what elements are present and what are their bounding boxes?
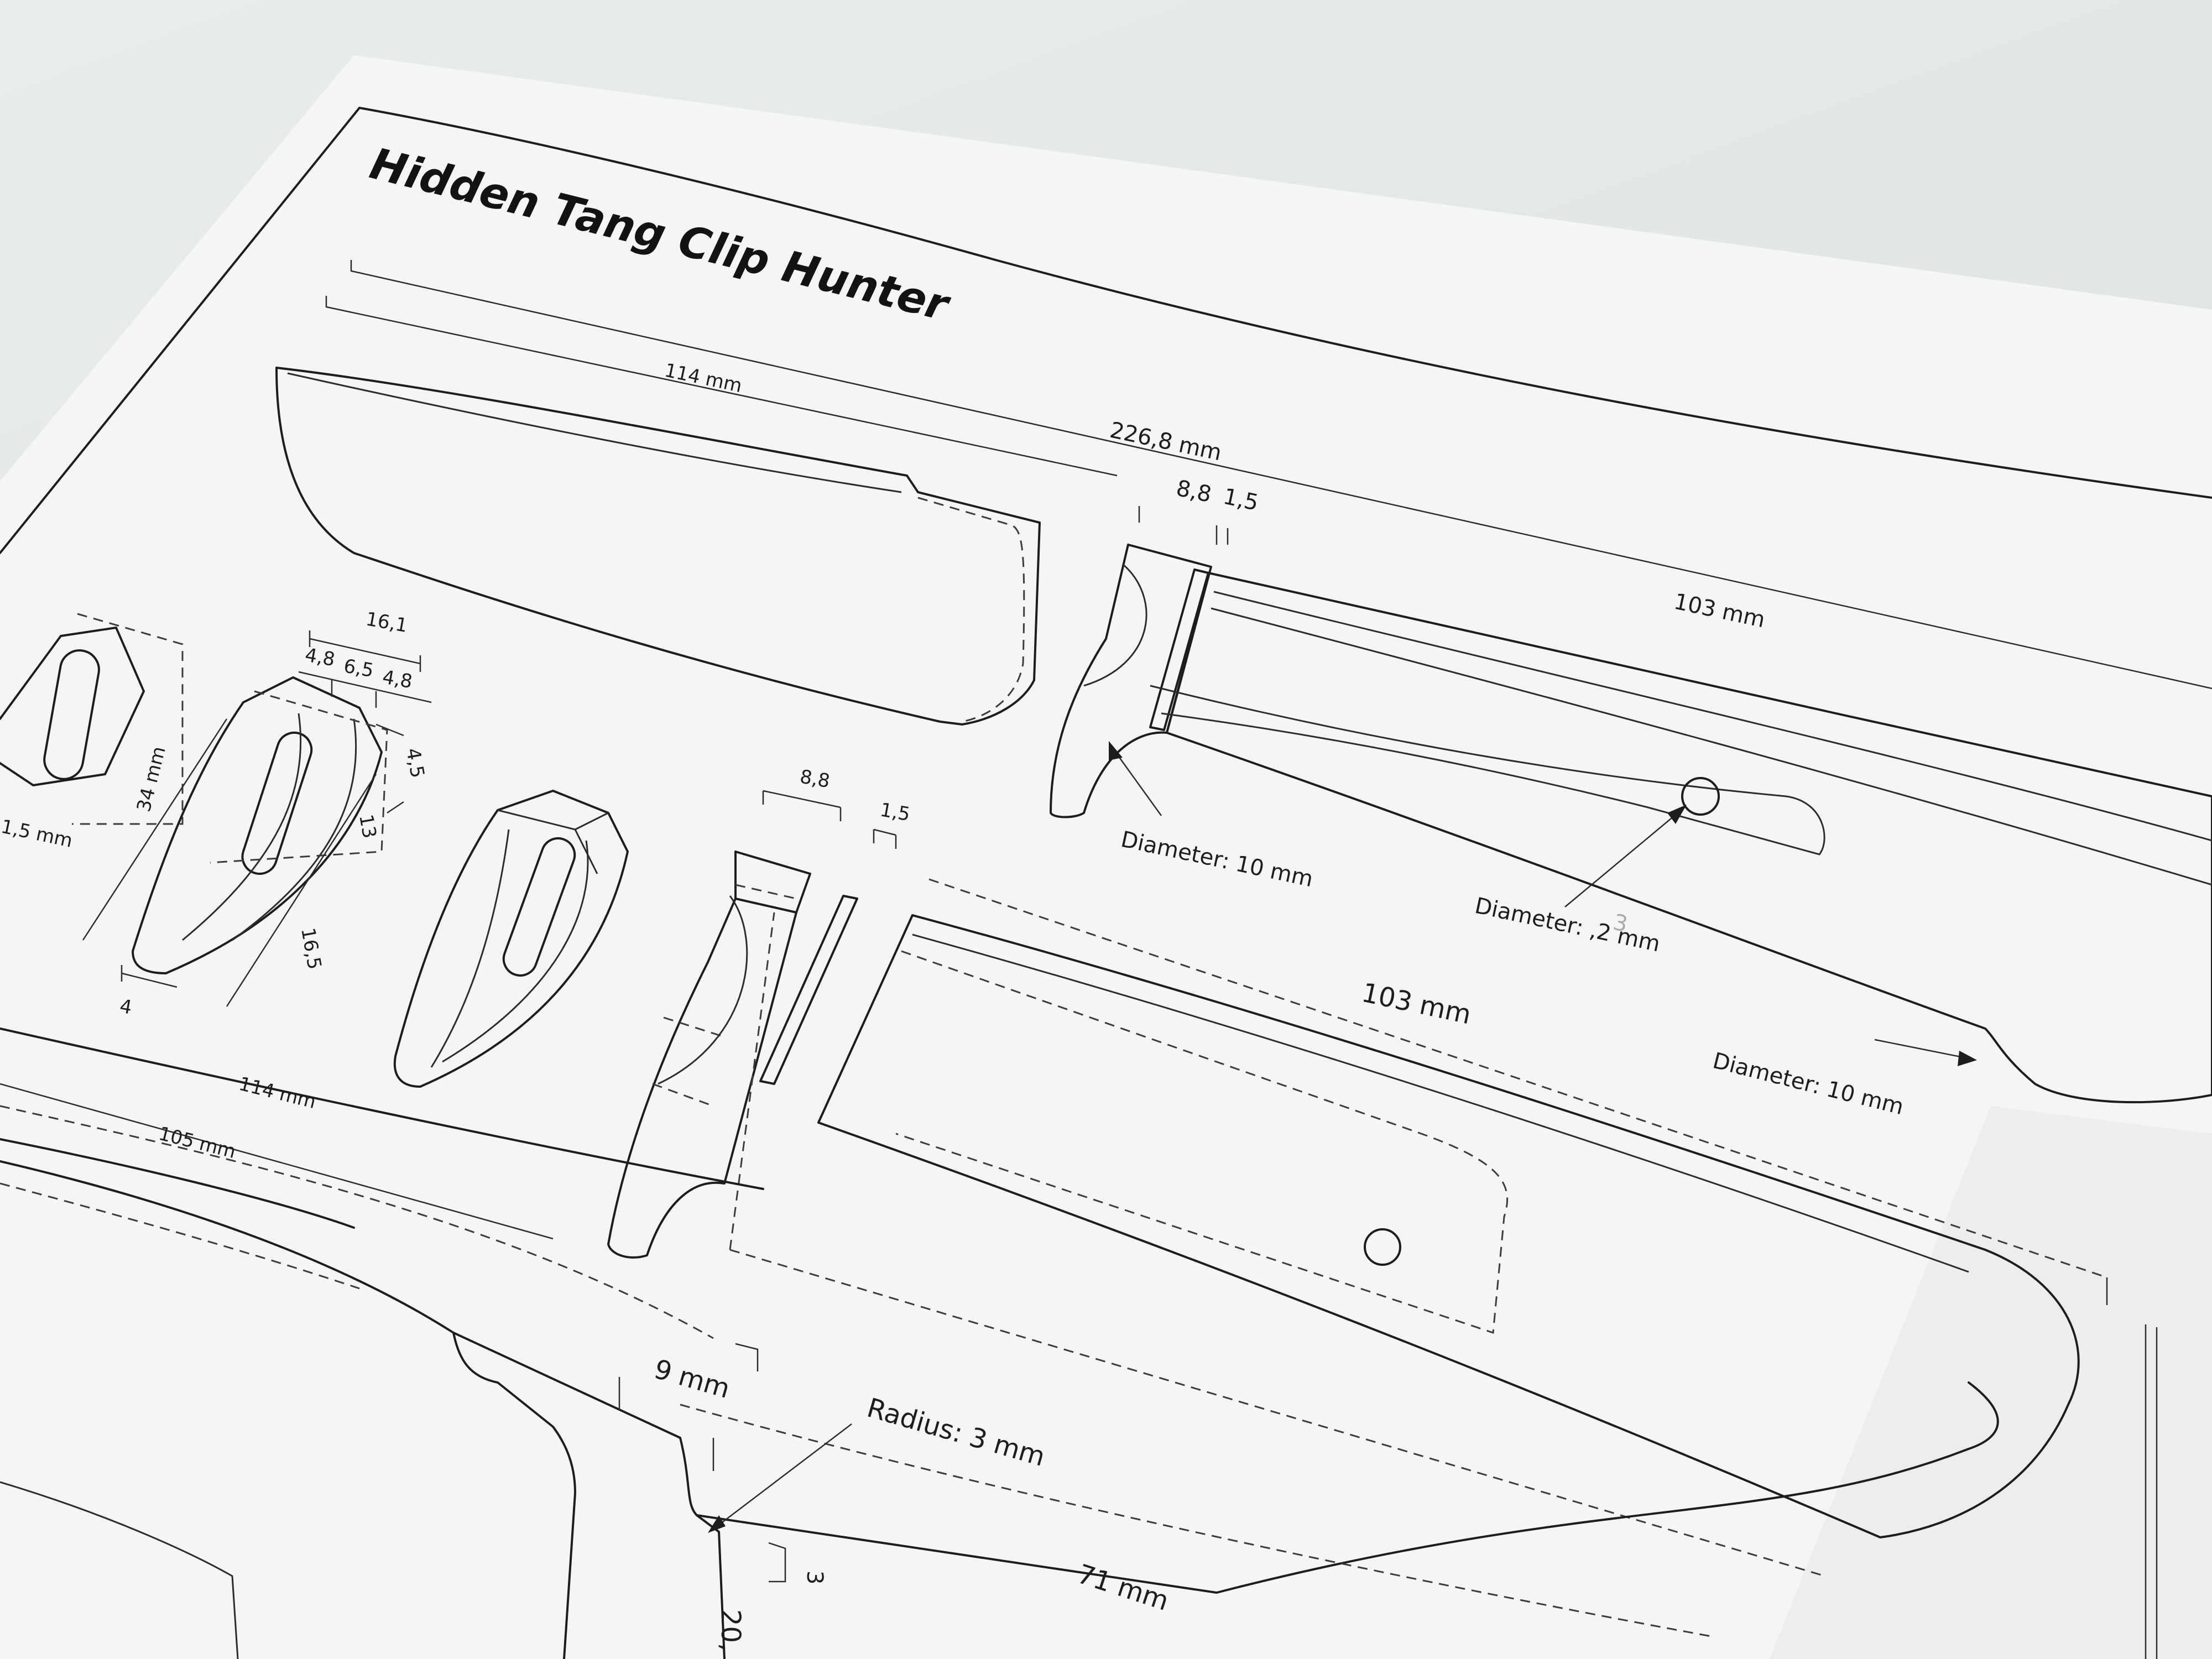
paper-sheet bbox=[0, 55, 2212, 1659]
arrow-head bbox=[1109, 741, 1123, 760]
radius-leader bbox=[713, 1423, 852, 1530]
upper-blade-outline bbox=[275, 367, 1041, 726]
paper-shadow bbox=[1770, 1106, 2212, 1659]
guard-front-main-arc-l bbox=[182, 713, 302, 941]
guard-dim-13-label: 13 bbox=[354, 813, 380, 841]
blade-grind-line bbox=[287, 372, 902, 493]
upper-spacer bbox=[1149, 568, 1209, 731]
guard-width-c-label: 4,8 bbox=[380, 666, 414, 693]
exploded-guard-thickness-label: 8,8 bbox=[798, 765, 831, 792]
guard-front-dash bbox=[72, 613, 184, 825]
dim-3-label: 3 bbox=[802, 1571, 827, 1584]
hidden-tang bbox=[1150, 685, 1825, 855]
exploded-pin-hole bbox=[1364, 1228, 1401, 1266]
guard-width-b-label: 6,5 bbox=[342, 655, 375, 682]
guard-front-main bbox=[132, 676, 383, 974]
exploded-handle-inner bbox=[912, 933, 1969, 1273]
guard-front-main-slot bbox=[241, 731, 313, 875]
pin-hole bbox=[1681, 777, 1720, 816]
upper-handle bbox=[1166, 572, 2212, 1104]
exploded-handle-dash bbox=[895, 950, 1509, 1334]
blade-bevel-dashed bbox=[917, 497, 1025, 723]
exploded-guard-choil bbox=[658, 895, 748, 1085]
guard-width-a-label: 4,8 bbox=[303, 644, 336, 671]
dim-20-label: 20, bbox=[715, 1609, 746, 1651]
lower-blade-edge-upper bbox=[0, 1138, 355, 1229]
lower-blade-dash-1 bbox=[0, 1105, 714, 1339]
lower-dims bbox=[0, 1083, 786, 1583]
lower-outline-top bbox=[0, 1027, 764, 1190]
guard-thickness-dim bbox=[1138, 506, 1229, 545]
guard-front-main-dash bbox=[210, 690, 388, 864]
lower-tang-dash bbox=[680, 1404, 1715, 1638]
exploded-handle bbox=[817, 914, 2080, 1538]
arrow-head bbox=[1958, 1051, 1977, 1066]
guard-perspective-slot bbox=[502, 837, 576, 977]
pin-diameter-leader bbox=[1564, 810, 1682, 907]
exploded-guard bbox=[607, 851, 811, 1259]
guard-front-partial bbox=[0, 627, 145, 786]
guard-dims bbox=[82, 630, 432, 1007]
handle-contour bbox=[1213, 591, 2212, 842]
lower-blade-edge bbox=[0, 1481, 239, 1659]
dimension-line-blade bbox=[325, 296, 1118, 477]
guard-dim-4-5-label: 4,5 bbox=[401, 747, 429, 780]
guard-perspective-arc-2 bbox=[430, 829, 510, 1068]
guard-perspective-arc bbox=[442, 840, 589, 1063]
arrow-head bbox=[1667, 805, 1687, 824]
handle-contour-2 bbox=[1211, 607, 2212, 886]
exploded-spacer-thickness-label: 1,5 bbox=[878, 799, 911, 826]
lower-blade-dash-2 bbox=[0, 1182, 360, 1290]
guard-front-slot bbox=[43, 649, 100, 780]
dimension-line-overall bbox=[350, 260, 2212, 690]
exploded-handle-frame-dash bbox=[729, 878, 2107, 1577]
guard-perspective bbox=[393, 790, 629, 1088]
exploded-guard-dash bbox=[652, 884, 797, 1107]
lower-tang bbox=[696, 1381, 1999, 1594]
drawing-frame bbox=[0, 107, 2212, 554]
exploded-handle-frame-right bbox=[2106, 1277, 2158, 1659]
exploded-dims bbox=[762, 790, 897, 849]
arrow-head bbox=[708, 1515, 726, 1533]
upper-guard bbox=[1050, 544, 1212, 818]
butt-diameter-leader bbox=[1874, 1039, 1972, 1060]
exploded-spacer bbox=[759, 895, 858, 1085]
upper-guard-choil bbox=[1083, 563, 1147, 687]
guard-perspective-top bbox=[497, 809, 609, 874]
guard-front-main-arc-r bbox=[232, 718, 357, 941]
